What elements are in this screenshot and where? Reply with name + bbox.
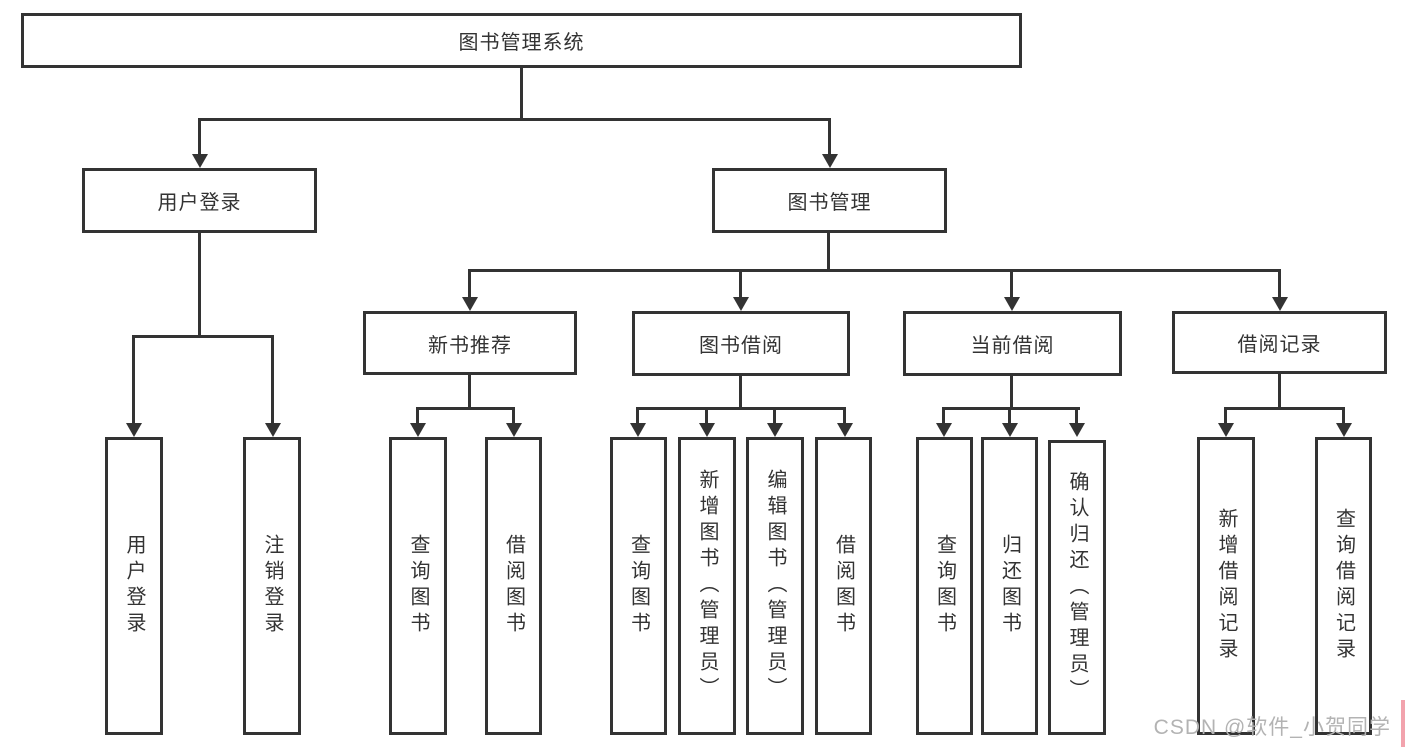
connector-line bbox=[198, 233, 201, 335]
connector-line bbox=[827, 233, 830, 272]
connector-line bbox=[468, 269, 471, 297]
arrow-down-icon bbox=[1069, 423, 1085, 437]
arrow-down-icon bbox=[1336, 423, 1352, 437]
node-current-borrow-label: 当前借阅 bbox=[970, 335, 1055, 357]
leaf-current-confirm-box: 确认归还（管理员） bbox=[1048, 440, 1106, 735]
connector-line bbox=[512, 407, 515, 423]
node-borrow-records-box: 借阅记录 bbox=[1172, 311, 1387, 374]
arrow-down-icon bbox=[1004, 297, 1020, 311]
leaf-borrow-add-box: 新增图书（管理员） bbox=[678, 437, 736, 735]
connector-line bbox=[1278, 269, 1281, 297]
node-current-borrow-box: 当前借阅 bbox=[903, 311, 1122, 376]
leaf-borrow-query-label: 查询图书 bbox=[627, 534, 650, 638]
leaf-current-confirm-label: 确认归还（管理员） bbox=[1066, 470, 1088, 705]
connector-line bbox=[739, 269, 742, 297]
arrow-down-icon bbox=[699, 423, 715, 437]
node-root-box: 图书管理系统 bbox=[21, 13, 1022, 68]
node-user-login-box: 用户登录 bbox=[82, 168, 317, 233]
connector-line bbox=[416, 407, 515, 410]
leaf-logout-box: 注销登录 bbox=[243, 437, 301, 735]
arrow-down-icon bbox=[126, 423, 142, 437]
connector-line bbox=[705, 407, 708, 423]
arrow-down-icon bbox=[630, 423, 646, 437]
connector-line bbox=[636, 407, 846, 410]
leaf-borrow-add-label: 新增图书（管理员） bbox=[696, 469, 718, 703]
connector-line bbox=[1010, 269, 1013, 297]
arrow-down-icon bbox=[733, 297, 749, 311]
node-book-management-label: 图书管理 bbox=[787, 192, 872, 214]
connector-line bbox=[1075, 407, 1078, 423]
connector-line bbox=[739, 376, 742, 407]
connector-line bbox=[132, 335, 135, 423]
connector-line bbox=[773, 407, 776, 423]
leaf-logout-label: 注销登录 bbox=[261, 534, 283, 638]
connector-line bbox=[468, 269, 1281, 272]
leaf-borrow-edit-label: 编辑图书（管理员） bbox=[764, 469, 786, 703]
arrow-down-icon bbox=[936, 423, 952, 437]
leaf-newbook-query-box: 查询图书 bbox=[389, 437, 447, 735]
node-root-label: 图书管理系统 bbox=[458, 32, 585, 54]
leaf-user-login-box: 用户登录 bbox=[105, 437, 163, 735]
arrow-down-icon bbox=[1002, 423, 1018, 437]
leaf-newbook-borrow-box: 借阅图书 bbox=[485, 437, 542, 735]
watermark-text: CSDN @软件_小贺同学 bbox=[1153, 716, 1391, 739]
connector-line bbox=[271, 335, 274, 423]
arrow-down-icon bbox=[1218, 423, 1234, 437]
connector-line bbox=[132, 335, 274, 338]
arrow-down-icon bbox=[822, 154, 838, 168]
leaf-newbook-borrow-label: 借阅图书 bbox=[502, 534, 525, 638]
arrow-down-icon bbox=[265, 423, 281, 437]
connector-line bbox=[1224, 407, 1227, 423]
node-book-management-box: 图书管理 bbox=[712, 168, 947, 233]
connector-line bbox=[198, 118, 831, 121]
arrow-down-icon bbox=[462, 297, 478, 311]
leaf-current-query-box: 查询图书 bbox=[916, 437, 973, 735]
connector-line bbox=[942, 407, 1080, 410]
leaf-current-query-label: 查询图书 bbox=[933, 534, 956, 638]
leaf-current-return-box: 归还图书 bbox=[981, 437, 1038, 735]
node-user-login-label: 用户登录 bbox=[157, 192, 242, 214]
leaf-borrow-edit-box: 编辑图书（管理员） bbox=[746, 437, 804, 735]
node-book-borrow-box: 图书借阅 bbox=[632, 311, 850, 376]
connector-line bbox=[468, 375, 471, 407]
node-new-book-rec-box: 新书推荐 bbox=[363, 311, 577, 375]
connector-line bbox=[520, 68, 523, 118]
leaf-borrow-borrow-label: 借阅图书 bbox=[832, 534, 855, 638]
arrow-down-icon bbox=[410, 423, 426, 437]
leaf-records-query-label: 查询借阅记录 bbox=[1332, 508, 1355, 664]
leaf-current-return-label: 归还图书 bbox=[998, 534, 1021, 638]
arrow-down-icon bbox=[192, 154, 208, 168]
node-book-borrow-label: 图书借阅 bbox=[699, 335, 783, 357]
leaf-borrow-query-box: 查询图书 bbox=[610, 437, 667, 735]
connector-line bbox=[843, 407, 846, 423]
arrow-down-icon bbox=[837, 423, 853, 437]
arrow-down-icon bbox=[506, 423, 522, 437]
node-new-book-rec-label: 新书推荐 bbox=[428, 334, 512, 357]
edge-accent-strip bbox=[1401, 700, 1405, 747]
leaf-user-login-label: 用户登录 bbox=[123, 534, 145, 638]
arrow-down-icon bbox=[767, 423, 783, 437]
connector-line bbox=[942, 407, 945, 423]
connector-line bbox=[1008, 407, 1011, 423]
connector-line bbox=[828, 118, 831, 154]
leaf-records-query-box: 查询借阅记录 bbox=[1315, 437, 1372, 735]
connector-line bbox=[1010, 376, 1013, 407]
leaf-borrow-borrow-box: 借阅图书 bbox=[815, 437, 872, 735]
node-borrow-records-label: 借阅记录 bbox=[1237, 334, 1322, 356]
leaf-newbook-query-label: 查询图书 bbox=[407, 534, 429, 638]
connector-line bbox=[1278, 374, 1281, 407]
connector-line bbox=[416, 407, 419, 423]
connector-line bbox=[636, 407, 639, 423]
leaf-records-add-label: 新增借阅记录 bbox=[1215, 508, 1237, 664]
leaf-records-add-box: 新增借阅记录 bbox=[1197, 437, 1255, 735]
arrow-down-icon bbox=[1272, 297, 1288, 311]
connector-line bbox=[1342, 407, 1345, 423]
connector-line bbox=[198, 118, 201, 154]
connector-line bbox=[1224, 407, 1345, 410]
